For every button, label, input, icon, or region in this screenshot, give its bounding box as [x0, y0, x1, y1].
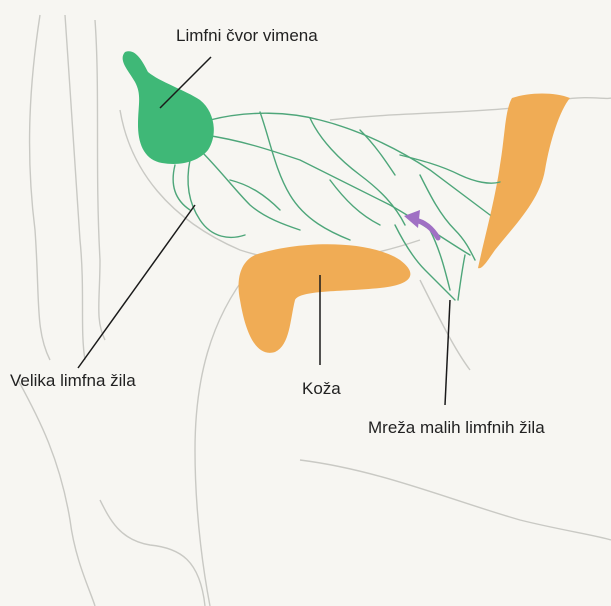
vessel-5 [173, 165, 190, 210]
udder-outline-quarter [195, 270, 250, 606]
leader-lines [78, 57, 450, 405]
label-lymph-node: Limfni čvor vimena [176, 26, 318, 46]
leg-outline-5 [100, 500, 205, 606]
vessel-15 [458, 255, 465, 300]
vessel-10 [420, 175, 475, 260]
teat-outline [420, 280, 470, 370]
lower-outline [300, 460, 611, 540]
label-large-vessel: Velika limfna žila [10, 371, 136, 391]
flow-arrow-head [404, 210, 420, 228]
flow-arrow [404, 210, 438, 238]
label-skin: Koža [302, 379, 341, 399]
leader-network [445, 300, 450, 405]
vessel-11 [230, 180, 280, 210]
leg-outline-2 [65, 15, 85, 360]
vessel-9 [400, 155, 500, 183]
leg-outline-4 [18, 380, 95, 606]
leg-outline-3 [95, 20, 105, 340]
belly-outline [330, 98, 611, 120]
vessel-8 [360, 130, 395, 175]
vessel-3 [200, 150, 300, 230]
leader-large-vessel [78, 205, 195, 368]
vessel-1 [210, 113, 490, 215]
skin-patch-lower [239, 244, 411, 353]
label-network: Mreža malih limfnih žila [368, 418, 545, 438]
leg-outline-1 [30, 15, 50, 360]
vessel-6 [260, 112, 350, 240]
skin-patch-right [478, 94, 570, 269]
